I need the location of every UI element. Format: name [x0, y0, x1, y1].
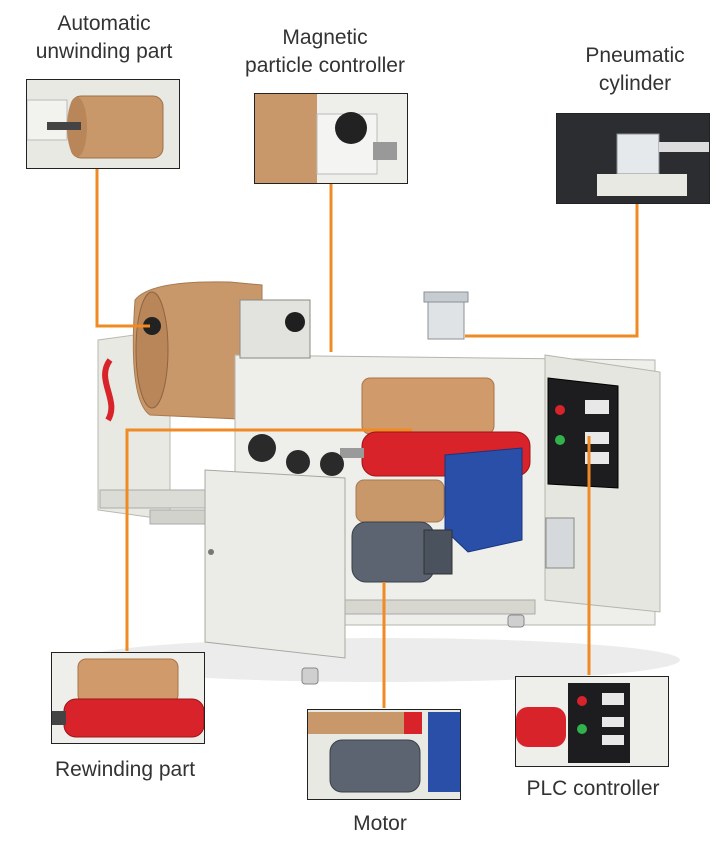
thumb-plc [515, 676, 669, 767]
label-unwinding-line2: unwinding part [35, 40, 173, 63]
label-magnetic-line2: particle controller [245, 54, 405, 77]
thumb-magnetic [254, 93, 408, 184]
label-rewinding: Rewinding part [54, 758, 196, 781]
label-motor: Motor [353, 812, 407, 835]
label-magnetic: Magnetic particle controller [225, 24, 425, 80]
thumb-rewinding [51, 652, 205, 744]
thumb-pneumatic [556, 113, 710, 204]
label-pneumatic-line1: Pneumatic [585, 44, 685, 67]
label-pneumatic-line2: cylinder [598, 72, 672, 95]
thumb-motor [307, 709, 461, 800]
label-unwinding-line1: Automatic [57, 12, 151, 35]
blue-guard [444, 447, 523, 553]
label-magnetic-line1: Magnetic [282, 26, 368, 49]
label-plc: PLC controller [526, 777, 660, 800]
label-unwinding: Automatic unwinding part [14, 10, 194, 66]
motor-unit [351, 521, 435, 583]
pneumatic-unit [427, 296, 465, 340]
label-pneumatic: Pneumatic cylinder [560, 42, 710, 98]
thumb-unwinding [26, 79, 180, 169]
electrical-cabinet [204, 469, 346, 659]
rewind-paper-roll [361, 377, 495, 435]
